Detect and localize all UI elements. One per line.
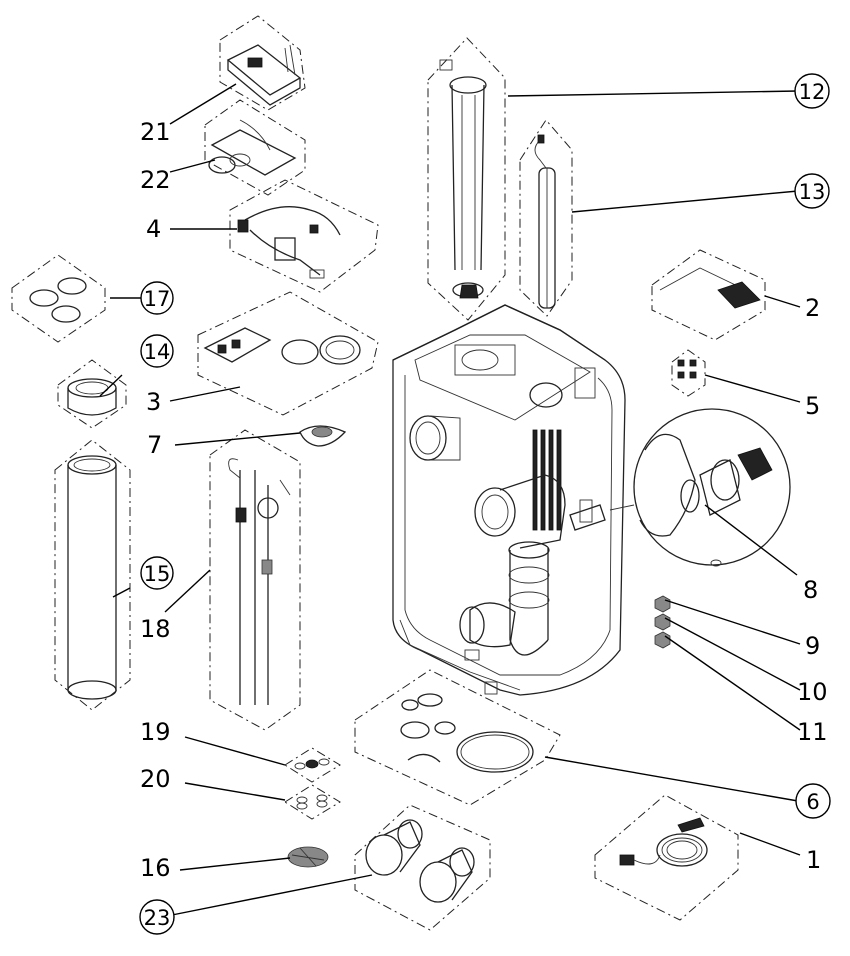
label-21: 21 (140, 118, 171, 146)
part-6-seal-kit (354, 669, 561, 806)
part-13-sensor-rod (519, 119, 573, 317)
label-20: 20 (140, 765, 171, 793)
parts-9-10-11-nuts (654, 595, 671, 649)
label-5: 5 (805, 392, 820, 420)
label-22: 22 (140, 166, 171, 194)
part-4-wiring-harness (229, 179, 379, 293)
label-17: 17 (144, 287, 171, 311)
label-12: 12 (799, 80, 826, 104)
label-19: 19 (140, 718, 171, 746)
part-14-collar (57, 359, 127, 429)
label-2: 2 (805, 294, 820, 322)
heater-core (532, 429, 562, 531)
callout-labels: 21 22 4 17 14 3 7 15 18 19 20 16 23 12 1… (140, 80, 828, 930)
label-7: 7 (147, 431, 162, 459)
part-22-relay-box (204, 99, 306, 196)
label-3: 3 (146, 388, 161, 416)
part-19-gasket (284, 747, 341, 783)
part-16-cap (287, 846, 329, 868)
label-9: 9 (805, 632, 820, 660)
label-23: 23 (144, 906, 171, 930)
part-12-probe-assembly (427, 37, 506, 321)
detail-circle-8 (609, 408, 791, 567)
label-8: 8 (803, 576, 818, 604)
label-10: 10 (797, 678, 828, 706)
label-11: 11 (797, 718, 828, 746)
label-16: 16 (140, 854, 171, 882)
leader-lines (99, 83, 801, 916)
label-14: 14 (144, 340, 171, 364)
part-7-connector (299, 425, 347, 447)
label-1: 1 (806, 846, 821, 874)
part-20-gasket (284, 784, 341, 820)
part-15-tube (54, 439, 131, 711)
part-17-o-rings (11, 254, 106, 343)
label-6: 6 (806, 790, 819, 814)
label-15: 15 (144, 562, 171, 586)
main-housing (392, 304, 626, 696)
callout-circles (139, 73, 831, 935)
label-18: 18 (140, 615, 171, 643)
label-4: 4 (146, 215, 161, 243)
part-18-probe-set (209, 429, 301, 731)
part-23-unions (354, 804, 491, 931)
label-13: 13 (799, 180, 826, 204)
part-3-circuit-board (197, 291, 379, 416)
part-1-power-cord (594, 794, 739, 921)
part-5-screws (671, 349, 706, 397)
part-21-control-module (219, 15, 306, 111)
part-2-cable-pack (651, 249, 766, 341)
